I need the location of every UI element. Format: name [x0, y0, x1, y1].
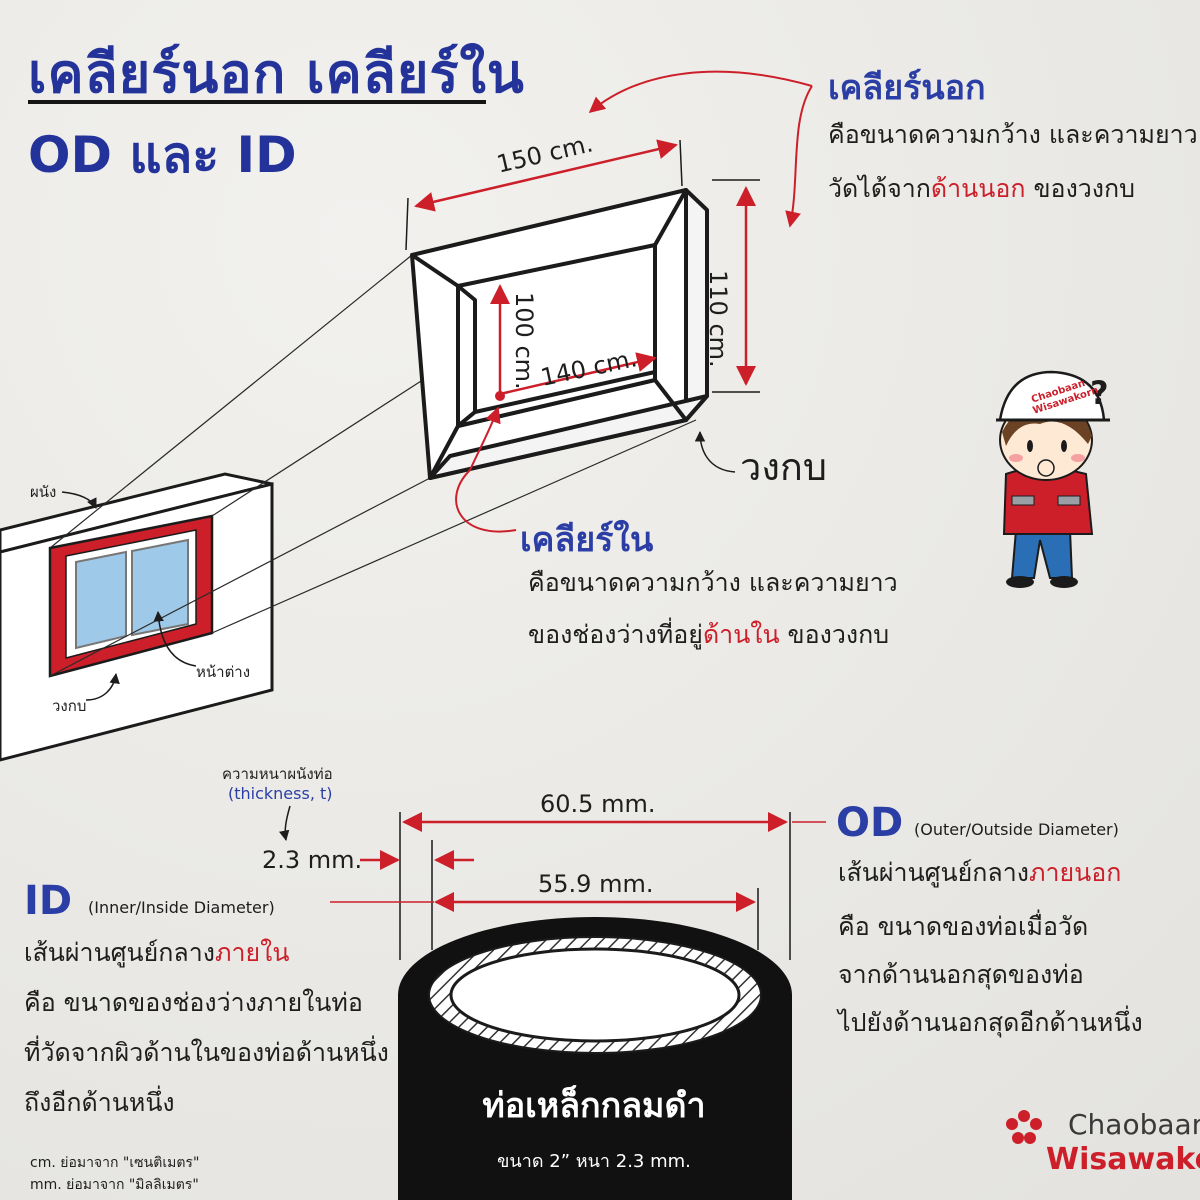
od-line2: คือ ขนาดของท่อเมื่อวัด: [838, 912, 1089, 941]
clear-out-line2-c: ของวงกบ: [1025, 174, 1136, 203]
id-line4: ถึงอีกด้านหนึ่ง: [24, 1088, 175, 1117]
outer-height-label: 110 cm.: [704, 270, 732, 368]
thickness-en-label: (thickness, t): [228, 784, 333, 803]
od-abbr: OD: [836, 800, 904, 846]
od-full-name: (Outer/Outside Diameter): [914, 820, 1119, 839]
engineer-character: [996, 370, 1110, 588]
steel-pipe: [398, 917, 792, 1200]
clear-out-heading: เคลียร์นอก: [828, 68, 986, 108]
clear-in-line1: คือขนาดความกว้าง และความยาว: [528, 568, 898, 597]
od-line1-a: เส้นผ่านศูนย์กลาง: [838, 858, 1029, 887]
clear-out-line2: วัดได้จากด้านนอก ของวงกบ: [828, 166, 1135, 212]
id-full-name: (Inner/Inside Diameter): [88, 898, 275, 917]
od-value-label: 60.5 mm.: [540, 790, 656, 818]
wall-label-arrow: [61, 491, 97, 509]
frame-small-label-arrow: [85, 672, 120, 701]
wall-label: ผนัง: [30, 483, 57, 501]
note-cm: cm. ย่อมาจาก "เซนติเมตร": [30, 1155, 200, 1171]
od-line3: จากด้านนอกสุดของท่อ: [838, 960, 1084, 989]
question-mark: ?: [1090, 374, 1109, 412]
frame-label: วงกบ: [740, 445, 828, 489]
id-line2: คือ ขนาดของช่องว่างภายในท่อ: [24, 988, 363, 1017]
od-line1: เส้นผ่านศูนย์กลางภายนอก: [838, 850, 1121, 896]
note-mm: mm. ย่อมาจาก "มิลลิเมตร": [30, 1177, 199, 1193]
id-abbr: ID: [24, 878, 73, 924]
od-line4: ไปยังด้านนอกสุดอีกด้านหนึ่ง: [838, 1008, 1143, 1037]
clear-in-line2: ของช่องว่างที่อยู่ด้านใน ของวงกบ: [528, 612, 889, 658]
window-label-arrow: [153, 610, 197, 667]
frame-small-label: วงกบ: [52, 697, 87, 715]
clear-out-line1: คือขนาดความกว้าง และความยาว: [828, 120, 1198, 149]
thickness-label-arrow: [279, 805, 291, 842]
frame-dimension-lines: [405, 139, 760, 401]
title-underline: [28, 100, 486, 104]
id-line1-b: ภายใน: [214, 938, 290, 967]
thickness-label: ความหนาผนังท่อ: [222, 765, 333, 783]
pipe-subtitle: ขนาด 2” หนา 2.3 mm.: [497, 1151, 691, 1172]
logo-flower-icon: [1006, 1110, 1042, 1144]
inner-height-label: 100 cm.: [510, 292, 538, 390]
clear-in-line2-a: ของช่องว่างที่อยู่: [528, 620, 703, 649]
wall-with-window: [0, 472, 274, 762]
pipe-dimension-lines: [330, 812, 826, 960]
logo-text-top: Chaobaan: [1068, 1108, 1200, 1141]
clear-in-heading: เคลียร์ใน: [520, 520, 654, 560]
thickness-value: 2.3 mm.: [262, 846, 363, 874]
id-line1: เส้นผ่านศูนย์กลางภายใน: [24, 930, 289, 976]
clear-out-line2-a: วัดได้จาก: [828, 174, 931, 203]
logo-text-bottom: Wisawakorn: [1046, 1142, 1200, 1177]
id-value-label: 55.9 mm.: [538, 870, 654, 898]
clear-in-line2-c: ของวงกบ: [779, 620, 890, 649]
clear-out-line2-b: ด้านนอก: [930, 174, 1026, 203]
callout-arrows: [455, 70, 813, 533]
clear-in-line2-b: ด้านใน: [702, 620, 780, 649]
page-subtitle: OD และ ID: [28, 126, 297, 184]
od-line1-b: ภายนอก: [1028, 858, 1122, 887]
window-label: หน้าต่าง: [196, 663, 251, 681]
page-title: เคลียร์นอก เคลียร์ใน: [28, 42, 525, 105]
id-line3: ที่วัดจากผิวด้านในของท่อด้านหนึ่ง: [24, 1038, 389, 1067]
pipe-title: ท่อเหล็กกลมดำ: [482, 1086, 706, 1126]
id-line1-a: เส้นผ่านศูนย์กลาง: [24, 938, 215, 967]
frame-label-arrow: [694, 430, 736, 473]
